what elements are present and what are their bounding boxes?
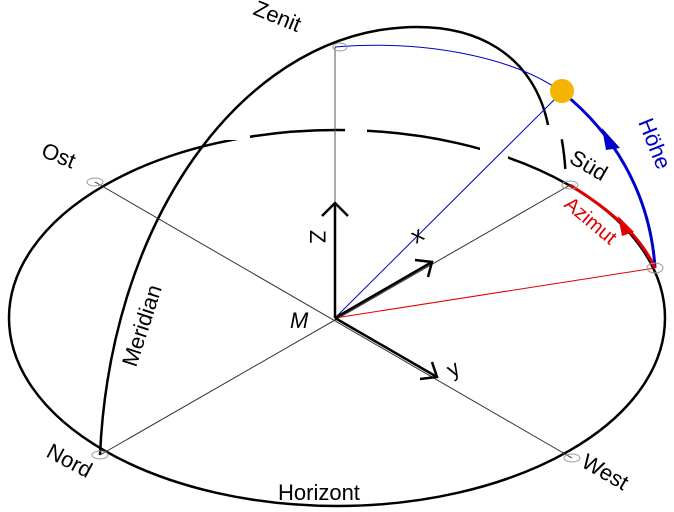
label-center: M <box>290 308 309 333</box>
label-horizont: Horizont <box>278 480 360 505</box>
meridian-arc <box>98 25 550 456</box>
azimuth-arrow-icon <box>618 216 634 236</box>
x-axis-arrow-icon <box>414 258 434 278</box>
label-sued: Süd <box>566 145 612 186</box>
north-south-line <box>99 184 571 456</box>
y-axis-arrow-icon <box>419 361 439 381</box>
sun-icon <box>550 79 574 103</box>
label-meridian: Meridian <box>117 282 167 370</box>
zenith-sun-arc <box>334 44 563 93</box>
x-axis <box>334 260 433 320</box>
label-nord: Nord <box>43 438 97 482</box>
label-west: West <box>578 449 634 496</box>
y-axis <box>334 316 438 379</box>
azimuth-direction-line <box>334 267 656 319</box>
altitude-arc <box>561 90 657 269</box>
label-azimut: Azimut <box>560 193 621 249</box>
marker-points <box>86 42 664 463</box>
label-ost: Ost <box>38 137 79 173</box>
label-zenit: Zenit <box>250 0 305 37</box>
z-axis-arrow-icon <box>321 201 349 217</box>
meridian-arc-back <box>553 109 568 183</box>
altitude-arrow-icon <box>602 128 620 150</box>
label-axis-y: y <box>442 355 464 382</box>
horizon-ellipse <box>7 128 667 508</box>
east-west-line <box>94 181 573 459</box>
label-hoehe: Höhe <box>633 115 674 173</box>
sun-direction-line <box>334 91 563 319</box>
label-axis-z: Z <box>305 230 330 243</box>
